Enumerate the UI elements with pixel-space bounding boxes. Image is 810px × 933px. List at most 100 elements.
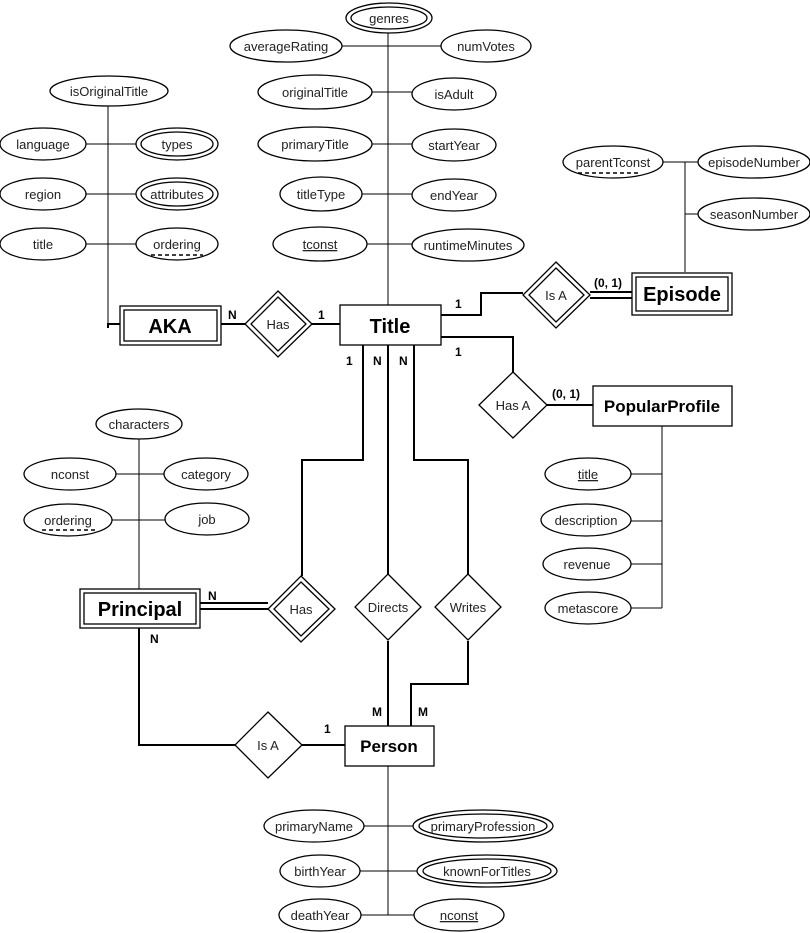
attr-original-title[interactable]: originalTitle (257, 74, 373, 110)
svg-text:title: title (33, 237, 53, 252)
attr-principal-ordering[interactable]: ordering (23, 503, 113, 537)
entity-title-label: Title (370, 316, 411, 338)
attr-genres[interactable]: genres (345, 2, 433, 34)
svg-text:numVotes: numVotes (457, 39, 515, 54)
attr-primary-title[interactable]: primaryTitle (257, 126, 373, 162)
connector-lines (86, 31, 698, 916)
entity-title[interactable]: Title (339, 304, 442, 346)
attr-metascore[interactable]: metascore (544, 591, 632, 625)
attr-start-year[interactable]: startYear (411, 128, 497, 162)
card-directs-n: N (373, 354, 382, 368)
entity-principal[interactable]: Principal (79, 588, 201, 629)
relationship-popular-has-a-label: Has A (496, 398, 531, 413)
entity-person-label: Person (360, 737, 418, 756)
attr-runtime-minutes[interactable]: runtimeMinutes (411, 228, 525, 262)
entity-popular-profile-label: PopularProfile (604, 397, 720, 416)
card-principal-has-1: 1 (346, 354, 353, 368)
svg-text:primaryProfession: primaryProfession (431, 819, 536, 834)
svg-text:types: types (161, 137, 193, 152)
attr-attributes[interactable]: attributes (135, 177, 219, 211)
svg-text:language: language (16, 137, 70, 152)
svg-text:averageRating: averageRating (244, 39, 329, 54)
attr-is-adult[interactable]: isAdult (411, 77, 497, 111)
attr-aka-ordering[interactable]: ordering (135, 227, 219, 261)
svg-text:isAdult: isAdult (434, 87, 473, 102)
svg-text:ordering: ordering (153, 237, 201, 252)
cardinality-labels: N 1 1 (0, 1) 1 (0, 1) 1 N N N N 1 M M (150, 276, 622, 736)
attr-types[interactable]: types (135, 127, 219, 161)
card-aka-1: 1 (318, 308, 325, 322)
svg-text:tconst: tconst (303, 237, 338, 252)
entity-person[interactable]: Person (344, 725, 435, 767)
relationship-popular-has-a[interactable]: Has A (478, 371, 548, 439)
relationship-episode-is-a[interactable]: Is A (522, 261, 591, 329)
svg-text:episodeNumber: episodeNumber (708, 155, 800, 170)
relationship-principal-is-a[interactable]: Is A (234, 711, 303, 779)
svg-text:isOriginalTitle: isOriginalTitle (70, 84, 148, 99)
card-principal-is-a-n: N (150, 632, 159, 646)
attr-pp-title[interactable]: title (544, 457, 632, 491)
svg-text:seasonNumber: seasonNumber (710, 207, 799, 222)
relationship-principal-is-a-label: Is A (257, 738, 279, 753)
card-directs-m: M (372, 705, 382, 719)
svg-text:primaryTitle: primaryTitle (281, 137, 348, 152)
card-principal-has-n: N (208, 589, 217, 603)
svg-text:characters: characters (109, 417, 170, 432)
attr-region[interactable]: region (0, 177, 87, 211)
attr-season-number[interactable]: seasonNumber (697, 197, 810, 231)
attr-principal-nconst[interactable]: nconst (23, 457, 117, 491)
svg-text:titleType: titleType (297, 187, 345, 202)
relationship-principal-has-label: Has (289, 602, 313, 617)
card-writes-n: N (399, 354, 408, 368)
relationship-directs[interactable]: Directs (354, 573, 422, 641)
card-episode-01: (0, 1) (594, 276, 622, 290)
relationship-directs-label: Directs (368, 600, 409, 615)
attr-primary-name[interactable]: primaryName (263, 809, 365, 843)
relationship-aka-has[interactable]: Has (244, 290, 313, 358)
attr-characters[interactable]: characters (95, 408, 183, 440)
attr-end-year[interactable]: endYear (411, 178, 497, 212)
card-popular-01: (0, 1) (552, 387, 580, 401)
attr-known-for-titles[interactable]: knownForTitles (416, 854, 558, 888)
relationship-principal-has[interactable]: Has (267, 575, 336, 643)
svg-text:revenue: revenue (564, 557, 611, 572)
attr-parent-tconst[interactable]: parentTconst (562, 145, 664, 179)
entity-episode-label: Episode (643, 284, 721, 306)
svg-text:knownForTitles: knownForTitles (443, 864, 531, 879)
card-aka-n: N (228, 308, 237, 322)
attr-average-rating[interactable]: averageRating (229, 29, 343, 63)
attr-description[interactable]: description (540, 503, 632, 537)
relationship-episode-is-a-label: Is A (545, 288, 567, 303)
svg-text:ordering: ordering (44, 513, 92, 528)
card-person-1: 1 (324, 722, 331, 736)
relationship-writes-label: Writes (450, 600, 487, 615)
entity-episode[interactable]: Episode (631, 272, 733, 316)
svg-text:title: title (578, 467, 598, 482)
attr-episode-number[interactable]: episodeNumber (697, 145, 810, 179)
svg-text:birthYear: birthYear (294, 864, 346, 879)
attr-language[interactable]: language (0, 127, 87, 161)
attr-job[interactable]: job (164, 502, 250, 536)
attr-is-original-title[interactable]: isOriginalTitle (49, 75, 169, 107)
attr-num-votes[interactable]: numVotes (440, 29, 532, 63)
svg-text:nconst: nconst (51, 467, 90, 482)
attr-revenue[interactable]: revenue (542, 547, 632, 581)
svg-text:category: category (181, 467, 231, 482)
attr-primary-profession[interactable]: primaryProfession (412, 809, 554, 843)
attr-aka-title[interactable]: title (0, 227, 87, 261)
attr-tconst[interactable]: tconst (272, 226, 368, 262)
card-writes-m: M (418, 705, 428, 719)
attr-birth-year[interactable]: birthYear (279, 854, 361, 888)
attr-person-nconst[interactable]: nconst (413, 898, 505, 932)
svg-text:endYear: endYear (430, 188, 479, 203)
entity-aka[interactable]: AKA (119, 305, 222, 346)
svg-text:attributes: attributes (150, 187, 204, 202)
entity-popular-profile[interactable]: PopularProfile (592, 385, 733, 427)
attr-category[interactable]: category (163, 457, 249, 491)
attr-title-type[interactable]: titleType (279, 176, 363, 212)
attr-death-year[interactable]: deathYear (278, 898, 362, 932)
relationship-aka-has-label: Has (266, 317, 290, 332)
relationship-writes[interactable]: Writes (434, 573, 502, 641)
svg-text:metascore: metascore (558, 601, 619, 616)
